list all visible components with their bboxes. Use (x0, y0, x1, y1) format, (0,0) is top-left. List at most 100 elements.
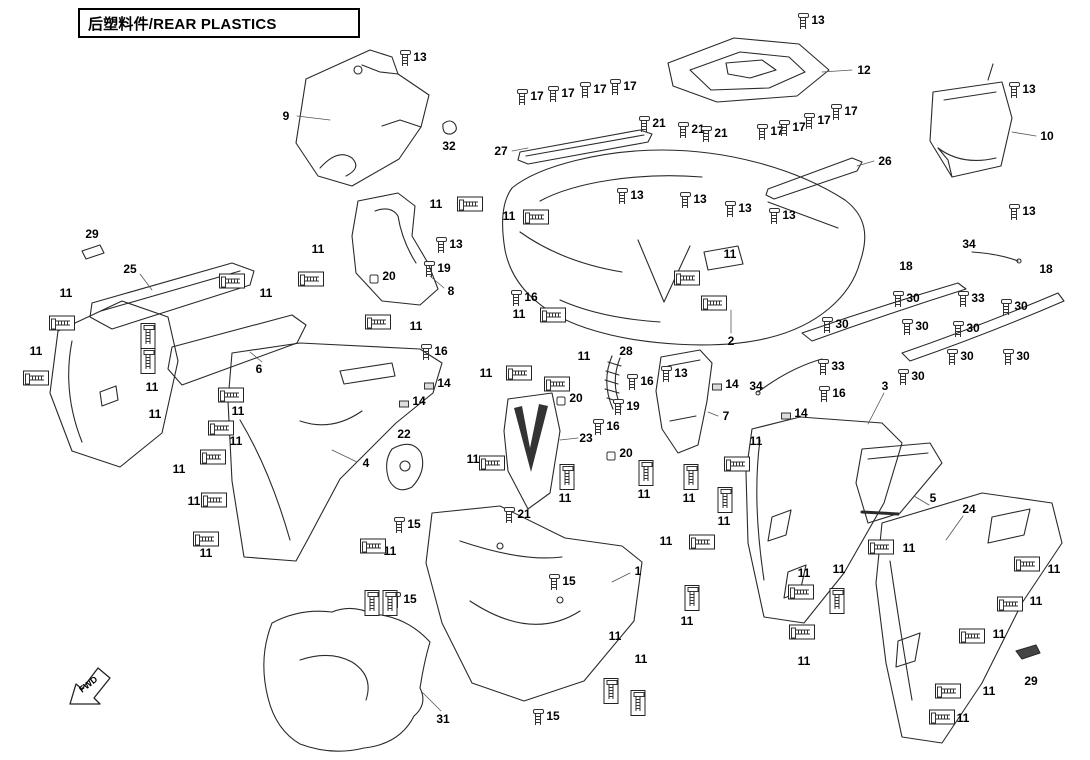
screw-icon (394, 517, 405, 533)
screw-icon (893, 291, 904, 307)
fwd-label: FWD (77, 674, 100, 695)
screw-icon (517, 89, 528, 105)
callout-4: 4 (362, 456, 370, 470)
diagram-title: 后塑料件/REAR PLASTICS (88, 15, 277, 33)
callout-11: 11 (659, 534, 673, 548)
fastener-box (544, 376, 570, 392)
fastener-box (140, 323, 156, 349)
fastener-box (457, 196, 483, 212)
callout-11: 11 (199, 546, 213, 560)
callout-30: 30 (911, 369, 925, 383)
callout-18: 18 (1039, 262, 1053, 276)
callout-11: 11 (148, 407, 162, 421)
part-22-bracket (386, 443, 424, 491)
callout-30: 30 (1014, 299, 1028, 313)
callout-21: 21 (652, 116, 666, 130)
part-18-rail-right (901, 292, 1065, 362)
bolt-icon (606, 679, 618, 699)
callout-18: 18 (899, 259, 913, 273)
bolt-icon (143, 324, 155, 344)
fastener-box (868, 539, 894, 555)
callout-11: 11 (259, 286, 273, 300)
screw-icon (436, 237, 447, 253)
callout-5: 5 (929, 491, 937, 505)
fastener-box (689, 534, 715, 550)
bolt-icon (690, 537, 710, 549)
part-9-outline (295, 49, 430, 187)
callout-11: 11 (558, 491, 572, 505)
callout-30: 30 (915, 319, 929, 333)
callout-8: 8 (447, 284, 455, 298)
callout-11: 11 (512, 307, 526, 321)
bolt-icon (367, 591, 379, 611)
screw-icon (580, 82, 591, 98)
bolt-icon (458, 199, 478, 211)
fastener-box (724, 456, 750, 472)
leader-lines (139, 69, 1037, 712)
part-2-storage-tub (502, 149, 866, 346)
bolt-icon (541, 310, 561, 322)
bolt-icon (562, 465, 574, 485)
screw-icon (902, 319, 913, 335)
callout-11: 11 (577, 349, 591, 363)
callout-11: 11 (832, 562, 846, 576)
screw-icon (548, 86, 559, 102)
fastener-box (630, 690, 646, 716)
callout-11: 11 (502, 209, 516, 223)
part-1-lower-panel (425, 505, 643, 702)
callout-7: 7 (722, 409, 730, 423)
callout-16: 16 (832, 386, 846, 400)
bolt-icon (202, 495, 222, 507)
screw-icon (898, 369, 909, 385)
screw-icon (819, 386, 830, 402)
bolt-icon (50, 318, 70, 330)
callout-13: 13 (782, 208, 796, 222)
clip-icon (781, 412, 791, 420)
bolt-icon (220, 276, 240, 288)
bolt-icon (480, 458, 500, 470)
fastener-box (208, 420, 234, 436)
part-7-bracket (655, 349, 713, 454)
fastener-box (140, 348, 156, 374)
callout-13: 13 (1022, 204, 1036, 218)
bolt-icon (641, 461, 653, 481)
callout-28: 28 (619, 344, 633, 358)
callout-30: 30 (1016, 349, 1030, 363)
screw-icon (947, 349, 958, 365)
part-29-clip-left (81, 244, 105, 260)
screw-icon (533, 709, 544, 725)
callout-24: 24 (962, 502, 976, 516)
diagram-title-box: 后塑料件/REAR PLASTICS (78, 8, 360, 38)
callout-11: 11 (172, 462, 186, 476)
fastener-box (382, 590, 398, 616)
part-4-fender (227, 342, 443, 562)
callout-15: 15 (403, 592, 417, 606)
callout-11: 11 (680, 614, 694, 628)
screw-icon (549, 574, 560, 590)
screw-icon (593, 419, 604, 435)
callout-17: 17 (770, 124, 784, 138)
bolt-icon (209, 423, 229, 435)
bolt-icon (869, 542, 889, 554)
callout-3: 3 (881, 379, 889, 393)
bolt-icon (633, 691, 645, 711)
callout-27: 27 (494, 144, 508, 158)
callout-15: 15 (546, 709, 560, 723)
fwd-marker: FWD (69, 667, 111, 705)
screw-icon (804, 113, 815, 129)
bolt-icon (720, 488, 732, 508)
callout-13: 13 (413, 50, 427, 64)
callout-31: 31 (436, 712, 450, 726)
callout-29: 29 (1024, 674, 1038, 688)
fastener-box (674, 270, 700, 286)
callout-11: 11 (59, 286, 73, 300)
fastener-box (219, 273, 245, 289)
screw-icon (757, 124, 768, 140)
callout-11: 11 (311, 242, 325, 256)
fastener-box (997, 596, 1023, 612)
clip-icon (424, 382, 434, 390)
clip-icon (399, 400, 409, 408)
fastener-box (364, 590, 380, 616)
callout-11: 11 (383, 544, 397, 558)
